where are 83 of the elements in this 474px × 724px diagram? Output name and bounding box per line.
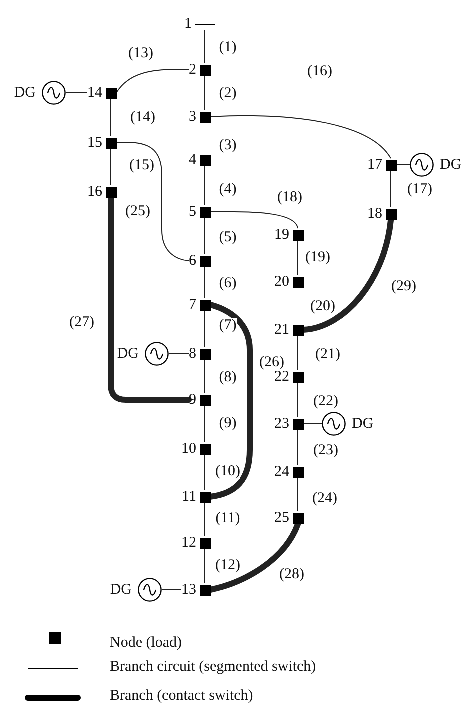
- branch-line: [204, 503, 206, 537]
- bus-node: 6: [189, 254, 210, 268]
- branch-line: [66, 92, 88, 94]
- generator-node: DG: [14, 81, 66, 105]
- edge-label: (26): [260, 356, 284, 370]
- branch-line: [204, 218, 206, 255]
- bus-node: 22: [274, 370, 304, 384]
- edge-label: (5): [219, 230, 237, 246]
- edge-label: (9): [219, 416, 237, 432]
- bus-node: 18: [368, 208, 396, 220]
- branch-label: (3): [219, 138, 237, 154]
- edge-label: (8): [219, 370, 237, 386]
- bus-node: 16: [88, 186, 116, 198]
- branch-line: [116, 142, 190, 262]
- bus-node: 13: [182, 584, 210, 596]
- bus-node: 5: [189, 206, 210, 218]
- branch-line: [204, 30, 206, 64]
- bus-node: 14: [88, 86, 116, 100]
- branch-line: [204, 360, 206, 394]
- edge-label: (22): [314, 394, 338, 410]
- bus-node: 10: [182, 442, 210, 456]
- source-bus: 1: [184, 18, 215, 30]
- contact-branch-line: [108, 196, 192, 403]
- bus-node: 20: [274, 276, 304, 288]
- branch-line: [204, 76, 206, 111]
- edge-label: (27): [70, 316, 94, 330]
- edge-label: (11): [216, 512, 240, 526]
- edge-label: (19): [306, 250, 330, 266]
- branch-line: [116, 69, 190, 94]
- legend-text: Branch (contact switch): [110, 688, 254, 705]
- bus-node: 12: [182, 536, 210, 550]
- legend-text: Node (load): [110, 635, 182, 652]
- branch-line: [204, 549, 206, 584]
- edge-label: (28): [280, 568, 304, 582]
- edge-label: (14): [130, 110, 156, 126]
- edge-label: (15): [130, 158, 154, 174]
- branch-line: [204, 455, 206, 491]
- branch-line: [204, 406, 206, 443]
- edge-label: (6): [219, 276, 237, 292]
- legend-text: Branch circuit (segmented switch): [110, 659, 316, 676]
- bus-node: 23: [274, 418, 304, 430]
- bus-node: 15: [88, 136, 116, 150]
- branch-line: [210, 116, 392, 159]
- bus-node: 25: [274, 512, 304, 524]
- branch-line: [110, 149, 112, 186]
- bus-node: 4: [189, 154, 210, 166]
- branch-line: [204, 166, 206, 206]
- bus-node: 8: [189, 348, 210, 360]
- edge-label: (7): [219, 318, 237, 334]
- bus-node: 11: [182, 490, 210, 504]
- branch-label: (20): [310, 300, 336, 314]
- edge-label: (1): [219, 40, 237, 56]
- bus-node: 2: [189, 64, 210, 76]
- edge-label: (21): [316, 348, 340, 362]
- edge-label: (24): [312, 492, 338, 506]
- edge-label: (29): [392, 280, 416, 294]
- bus-node: 21: [274, 324, 304, 336]
- bus-node: 19: [274, 228, 304, 242]
- bus-node: 9: [189, 394, 210, 406]
- bus-node: 3: [189, 110, 210, 124]
- edge-label: (25): [126, 204, 150, 220]
- edge-label: (17): [408, 182, 432, 198]
- branch-line: [204, 311, 206, 348]
- bus-node: 7: [189, 298, 210, 312]
- branch-line: [204, 267, 206, 299]
- generator-node: DG: [110, 578, 162, 602]
- generator-node: DG: [410, 153, 462, 177]
- edge-label: (13): [128, 46, 154, 62]
- bus-node: 17: [368, 158, 396, 172]
- bus-node: 24: [274, 466, 304, 478]
- branch-line: [390, 171, 392, 208]
- edge-label: (16): [308, 64, 332, 80]
- branch-line: [210, 211, 298, 229]
- edge-label: (4): [219, 182, 237, 198]
- edge-label: (12): [216, 558, 240, 574]
- edge-label: (2): [219, 86, 237, 102]
- edge-label: (18): [278, 190, 302, 206]
- generator-node: DG: [117, 342, 169, 366]
- generator-node: DG: [322, 412, 374, 436]
- edge-label: (10): [216, 464, 240, 480]
- edge-label: (23): [314, 444, 338, 458]
- branch-line: [110, 99, 112, 137]
- branch-line: [396, 164, 410, 166]
